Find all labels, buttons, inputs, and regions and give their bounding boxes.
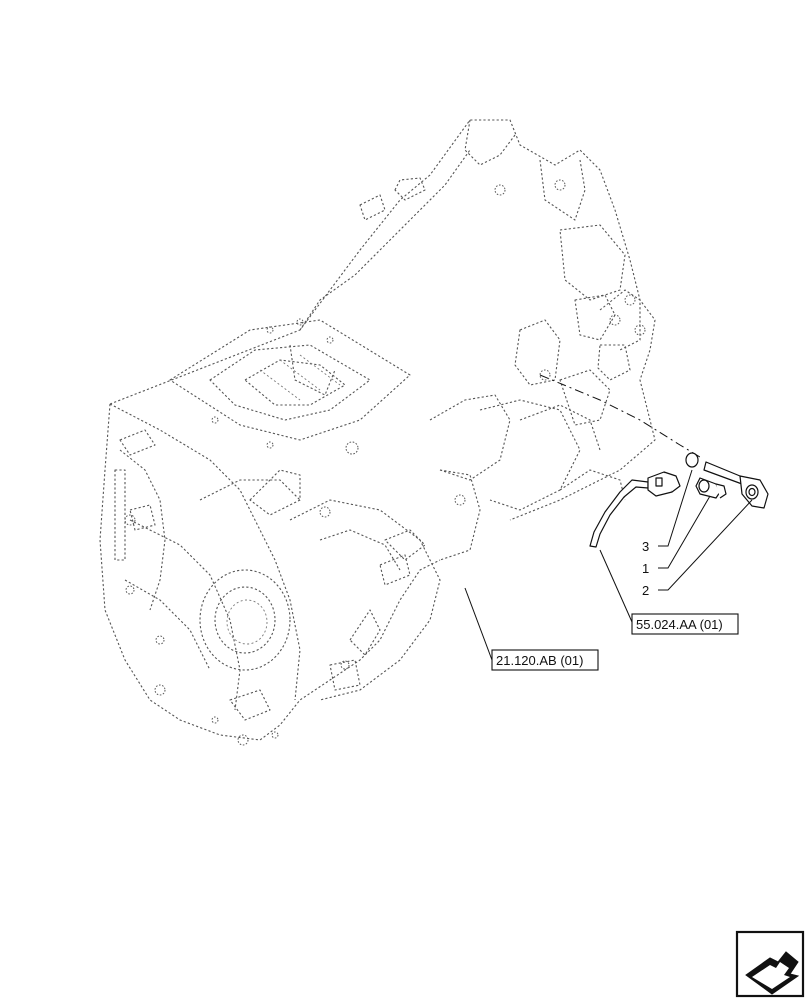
reference-link-21-120[interactable]: 21.120.AB (01) [491,649,599,671]
reference-label-21-120: 21.120.AB (01) [496,653,583,668]
assembly-axis-line [539,374,701,458]
transmission-housing-outline [99,119,656,746]
leader-item1 [658,495,711,569]
leader-ref-a [599,549,633,623]
part-2-fitting [703,461,769,509]
sensor-connector-part [647,471,681,497]
sensor-cable [589,479,649,548]
callout-number-1: 1 [642,561,649,576]
leader-ref-b [464,587,493,661]
callout-number-3: 3 [642,539,649,554]
next-page-arrow-icon[interactable] [735,930,805,998]
reference-link-55-024[interactable]: 55.024.AA (01) [631,613,739,635]
part-3-o-ring [685,452,699,468]
leader-item3 [658,469,693,547]
part-1-sensor [695,477,727,499]
leader-item2 [658,499,753,591]
reference-label-55-024: 55.024.AA (01) [636,617,723,632]
callout-number-2: 2 [642,583,649,598]
